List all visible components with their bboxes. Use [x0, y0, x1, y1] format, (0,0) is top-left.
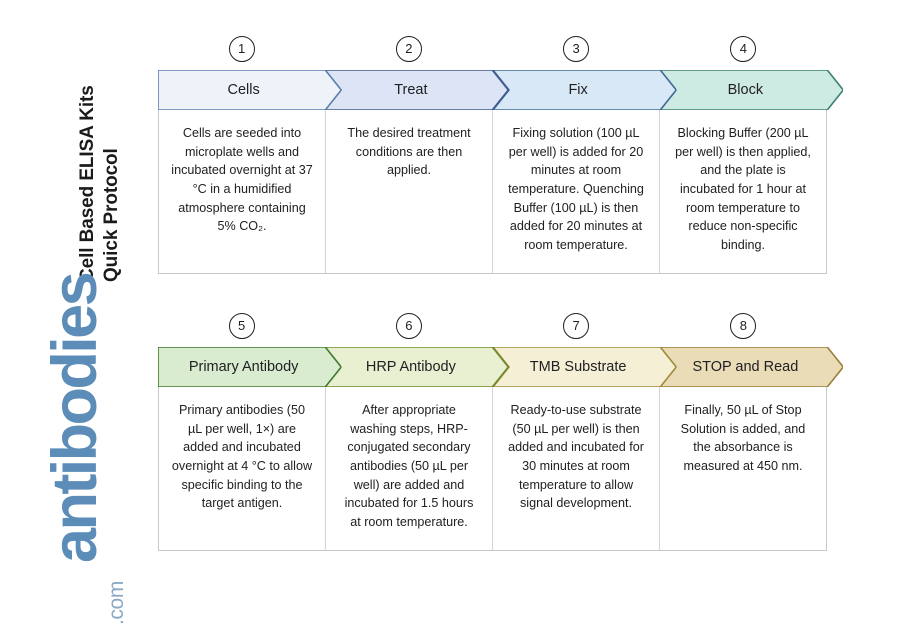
chevron-shape-6 [325, 347, 509, 387]
description-text-4: Blocking Buffer (200 µL per well) is the… [675, 126, 811, 252]
step-number-badge-7: 7 [563, 313, 590, 339]
chevron-label-7: TMB Substrate [529, 359, 627, 375]
description-text-5: Primary antibodies (50 µL per well, 1×) … [171, 403, 313, 511]
chevron-step-1[interactable]: Cells [158, 70, 342, 110]
chevron-strip-1: Cells Treat Fix Block [158, 70, 843, 110]
description-text-8: Finally, 50 µL of Stop Solution is added… [680, 403, 806, 473]
chevron-step-5[interactable]: Primary Antibody [158, 347, 342, 387]
chevron-shape-7 [492, 347, 676, 387]
step-number-badge-4: 4 [730, 36, 757, 62]
description-text-2: The desired treatment conditions are the… [347, 126, 471, 178]
process-row-1: 1 2 3 4 Cells Treat Fix Block Cells are seeded… [158, 36, 843, 274]
step-badge-strip-2: 5 6 7 8 [158, 313, 827, 347]
chevron-shape-2 [325, 70, 509, 110]
process-row-2: 5 6 7 8 Primary Antibody HRP Antibody TMB Sub… [158, 313, 843, 551]
chevron-shape-3 [492, 70, 676, 110]
description-cell-8: Finally, 50 µL of Stop Solution is added… [660, 387, 826, 550]
description-strip-1: Cells are seeded into microplate wells a… [158, 110, 827, 274]
chevron-label-5: Primary Antibody [188, 359, 299, 375]
description-cell-6: After appropriate washing steps, HRP-con… [326, 387, 493, 550]
step-number-badge-1: 1 [228, 36, 255, 62]
chevron-shape-5 [158, 347, 342, 387]
step-number-badge-6: 6 [395, 313, 422, 339]
page-title: Cell Based ELISA Kits Quick Protocol [0, 0, 160, 300]
brand-logo-wordmark: antibodies [40, 273, 110, 563]
chevron-step-3[interactable]: Fix [492, 70, 676, 110]
step-number-badge-5: 5 [228, 313, 255, 339]
description-cell-4: Blocking Buffer (200 µL per well) is the… [660, 110, 826, 273]
chevron-shape-4 [659, 70, 843, 110]
description-text-1: Cells are seeded into microplate wells a… [171, 126, 313, 234]
brand-logo-tld: .com [105, 581, 128, 625]
chevron-strip-2: Primary Antibody HRP Antibody TMB Substrat… [158, 347, 843, 387]
description-cell-1: Cells are seeded into microplate wells a… [159, 110, 326, 273]
step-number-badge-8: 8 [730, 313, 757, 339]
chevron-label-1: Cells [227, 82, 260, 98]
description-text-7: Ready-to-use substrate (50 µL per well) … [508, 403, 644, 511]
description-cell-2: The desired treatment conditions are the… [326, 110, 493, 273]
chevron-shape-8 [659, 347, 843, 387]
chevron-step-6[interactable]: HRP Antibody [325, 347, 509, 387]
chevron-label-4: Block [727, 82, 764, 98]
brand-logo: antibodies .com [10, 274, 160, 625]
chevron-label-6: HRP Antibody [365, 359, 456, 375]
chevron-step-7[interactable]: TMB Substrate [492, 347, 676, 387]
step-number-badge-2: 2 [395, 36, 422, 62]
chevron-step-4[interactable]: Block [659, 70, 843, 110]
description-text-3: Fixing solution (100 µL per well) is add… [508, 126, 644, 252]
chevron-label-2: Treat [394, 82, 428, 98]
chevron-label-8: STOP and Read [692, 359, 799, 375]
step-badge-strip-1: 1 2 3 4 [158, 36, 827, 70]
step-number-badge-3: 3 [563, 36, 590, 62]
chevron-label-3: Fix [568, 82, 588, 98]
description-cell-5: Primary antibodies (50 µL per well, 1×) … [159, 387, 326, 550]
description-strip-2: Primary antibodies (50 µL per well, 1×) … [158, 387, 827, 551]
description-cell-3: Fixing solution (100 µL per well) is add… [493, 110, 660, 273]
chevron-step-2[interactable]: Treat [325, 70, 509, 110]
chevron-step-8[interactable]: STOP and Read [659, 347, 843, 387]
description-cell-7: Ready-to-use substrate (50 µL per well) … [493, 387, 660, 550]
chevron-shape-1 [158, 70, 342, 110]
description-text-6: After appropriate washing steps, HRP-con… [344, 403, 474, 529]
page-title-text: Cell Based ELISA Kits Quick Protocol [77, 85, 123, 282]
